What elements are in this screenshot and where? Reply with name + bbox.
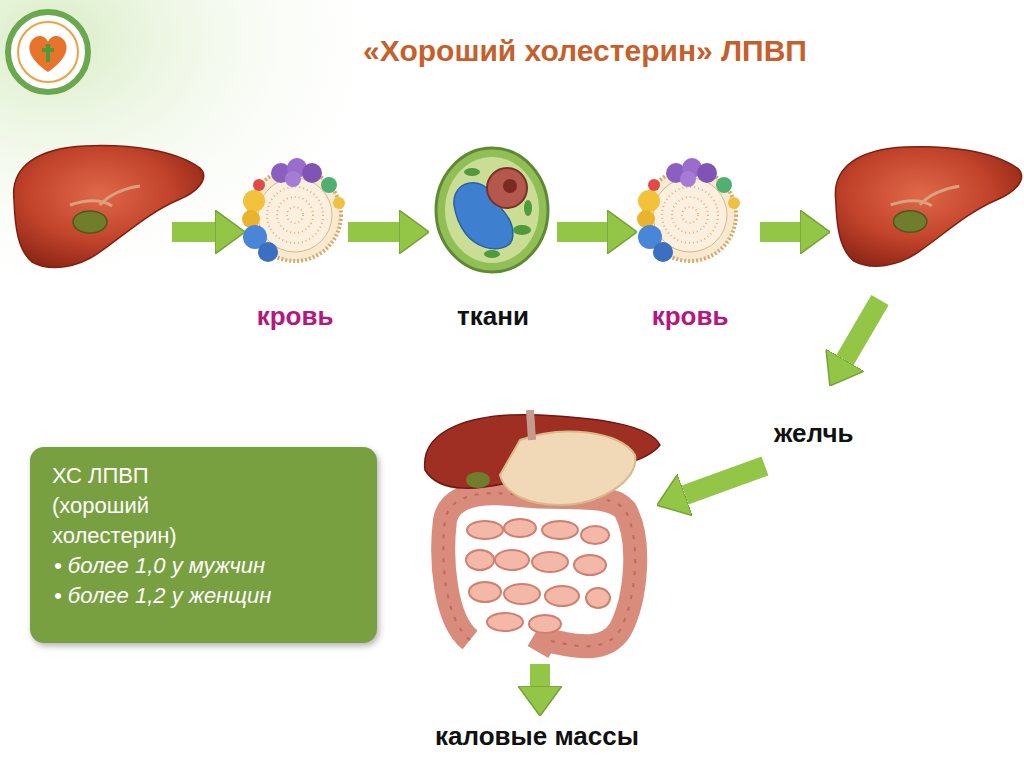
chloroplast xyxy=(464,168,480,176)
hdl-particle-node: кровь xyxy=(245,150,345,332)
nucleus xyxy=(487,168,527,208)
nucleolus xyxy=(503,179,517,193)
digestive-tract xyxy=(425,410,660,652)
logo-ring xyxy=(18,22,78,82)
cytoplasm xyxy=(445,157,539,263)
logo-ring xyxy=(8,12,88,92)
flow-arrow xyxy=(172,222,215,242)
large-intestine xyxy=(443,493,635,652)
cell-picture xyxy=(436,148,548,272)
chloroplast xyxy=(524,200,532,216)
flow-connector xyxy=(348,222,399,242)
bile-label: желчь xyxy=(774,418,854,449)
flow-arrow xyxy=(685,466,765,495)
liver-picture xyxy=(14,146,204,268)
picture-caption: ткани xyxy=(453,301,533,332)
chloroplast xyxy=(513,225,531,235)
picture-caption: кровь xyxy=(648,301,733,332)
flow-arrow xyxy=(845,300,880,360)
logo xyxy=(8,12,88,92)
hdl-particle-node: кровь xyxy=(640,150,740,332)
logo-heart xyxy=(29,36,66,72)
esophagus xyxy=(530,410,532,440)
colon-folds xyxy=(443,493,635,646)
hdl-particle xyxy=(242,158,345,262)
liver-picture xyxy=(835,147,1021,266)
flow-arrow xyxy=(760,222,800,242)
box-bullet: • более 1,2 у женщин xyxy=(52,581,357,611)
box-bullet: • более 1,0 у мужчин xyxy=(52,551,357,581)
gallbladder xyxy=(466,472,490,488)
output-label: каловые массы xyxy=(337,721,737,752)
small-intestine xyxy=(466,519,610,633)
hdl-particle xyxy=(637,158,740,262)
chloroplast xyxy=(484,250,500,258)
diagram-title: «Хороший холестерин» ЛПВП xyxy=(200,34,970,68)
stomach xyxy=(500,432,635,505)
flow-arrow xyxy=(530,664,550,686)
picture-caption: кровь xyxy=(253,301,338,332)
cell-node: ткани xyxy=(432,150,554,332)
logo-cross xyxy=(42,44,54,62)
box-heading: ХС ЛПВП (хороший холестерин) xyxy=(52,461,227,551)
cell-wall xyxy=(436,148,548,272)
flow-connector xyxy=(557,222,607,242)
info-box: ХС ЛПВП (хороший холестерин)• более 1,0 … xyxy=(30,447,377,643)
